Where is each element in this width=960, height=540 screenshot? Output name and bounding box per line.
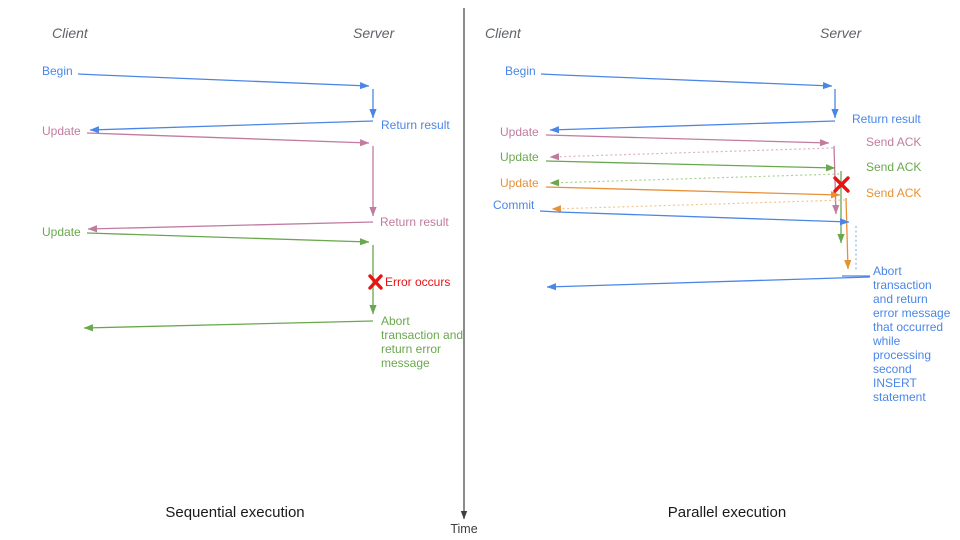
left-return-result-2-label: Return result — [380, 215, 449, 229]
right-return-result-label: Return result — [852, 112, 921, 126]
right-panel-caption: Parallel execution — [667, 504, 787, 521]
right-send-ack-3-arrow — [551, 199, 846, 213]
left-begin-request-arrow — [77, 73, 370, 90]
right-return-result-arrow — [549, 120, 836, 134]
right-update-3-processing-line — [844, 197, 852, 270]
left-error-x-icon — [368, 274, 383, 290]
right-send-ack-3-label: Send ACK — [866, 186, 922, 200]
right-send-ack-2-label: Send ACK — [866, 160, 922, 174]
right-abort-label: Abort transaction and return error messa… — [873, 264, 951, 404]
right-begin-request-arrow — [540, 73, 833, 90]
right-commit-request-arrow — [539, 210, 850, 226]
left-update-2-label: Update — [42, 225, 81, 239]
right-update-1-request-arrow — [545, 134, 830, 147]
left-begin-label: Begin — [42, 64, 73, 78]
right-error-x-icon — [833, 176, 850, 193]
right-client-header: Client — [485, 25, 521, 41]
right-send-ack-1-label: Send ACK — [866, 135, 922, 149]
left-abort-return-arrow — [83, 320, 374, 332]
time-axis-label: Time — [450, 522, 478, 536]
left-server-header: Server — [353, 25, 395, 41]
right-update-1-label: Update — [500, 125, 539, 139]
left-client-header: Client — [52, 25, 88, 41]
right-server-header: Server — [820, 25, 862, 41]
left-abort-label: Abort transaction and return error messa… — [381, 314, 464, 370]
left-update-1-label: Update — [42, 124, 81, 138]
left-error-label: Error occurs — [385, 275, 451, 289]
right-send-ack-1-arrow — [549, 147, 834, 161]
left-return-result-1-label: Return result — [381, 118, 450, 132]
right-update-3-label: Update — [500, 176, 539, 190]
right-send-ack-2-arrow — [549, 173, 840, 187]
right-begin-label: Begin — [505, 64, 536, 78]
left-panel-arrows — [77, 73, 383, 332]
right-commit-label: Commit — [493, 198, 535, 212]
left-update-1-request-arrow — [86, 132, 370, 147]
left-panel-caption: Sequential execution — [165, 504, 305, 521]
right-panel-arrows — [539, 73, 871, 291]
right-update-3-request-arrow — [545, 186, 841, 199]
left-return-result-1-arrow — [89, 120, 374, 134]
right-update-2-label: Update — [500, 150, 539, 164]
left-update-2-request-arrow — [86, 232, 370, 246]
left-return-result-2-arrow — [87, 221, 374, 233]
right-abort-return-arrow — [546, 276, 871, 291]
right-update-2-request-arrow — [545, 160, 836, 172]
